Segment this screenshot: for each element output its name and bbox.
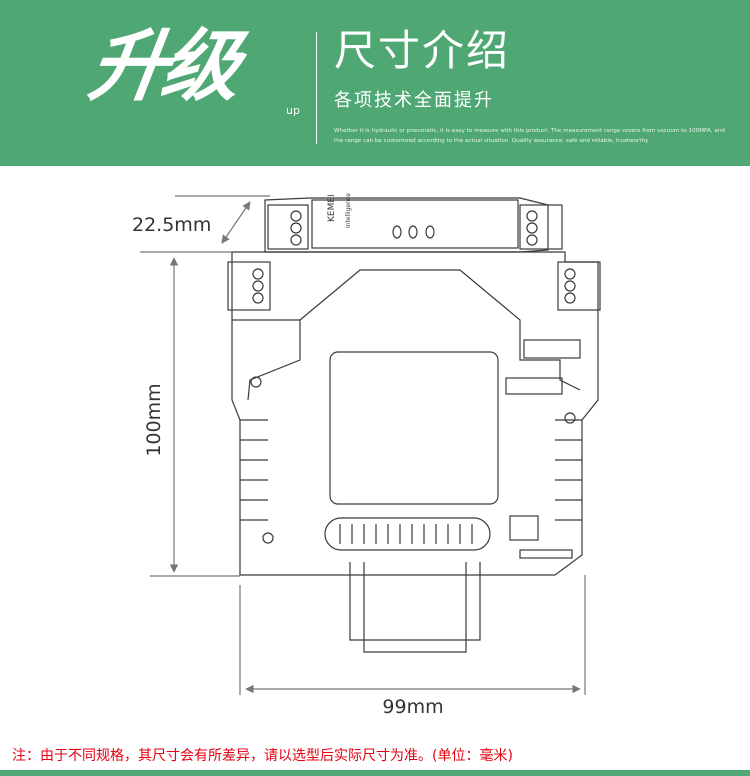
size-note: 注：由于不同规格，其尺寸会有所差异，请以选型后实际尺寸为准。(单位：毫米) xyxy=(12,748,513,764)
width-dimension-label: 22.5mm xyxy=(132,214,211,236)
banner-background xyxy=(0,0,750,166)
product-tagline: Intelligence xyxy=(345,193,352,228)
banner-description: Whether it is hydraulic or pneumatic, it… xyxy=(334,128,725,144)
height-dimension-label: 100mm xyxy=(143,383,165,456)
header-banner: 升级 up 尺寸介绍 各项技术全面提升 Whether it is hydrau… xyxy=(0,0,750,166)
dimension-drawing: KEMEI Intelligence 22.5mm 100mm 99mm xyxy=(132,193,601,718)
banner-subtitle: 各项技术全面提升 xyxy=(334,90,494,111)
banner-divider xyxy=(316,32,317,144)
product-brand: KEMEI xyxy=(327,194,337,222)
depth-dimension-label: 99mm xyxy=(382,696,443,718)
status-leds xyxy=(392,225,435,239)
upgrade-logo-text: 升级 xyxy=(83,22,241,112)
device-outline xyxy=(227,197,601,653)
dimension-lines xyxy=(140,195,586,695)
banner-title: 尺寸介绍 xyxy=(334,26,511,75)
upgrade-logo-sup: up xyxy=(286,104,300,117)
bottom-bar xyxy=(0,770,750,776)
